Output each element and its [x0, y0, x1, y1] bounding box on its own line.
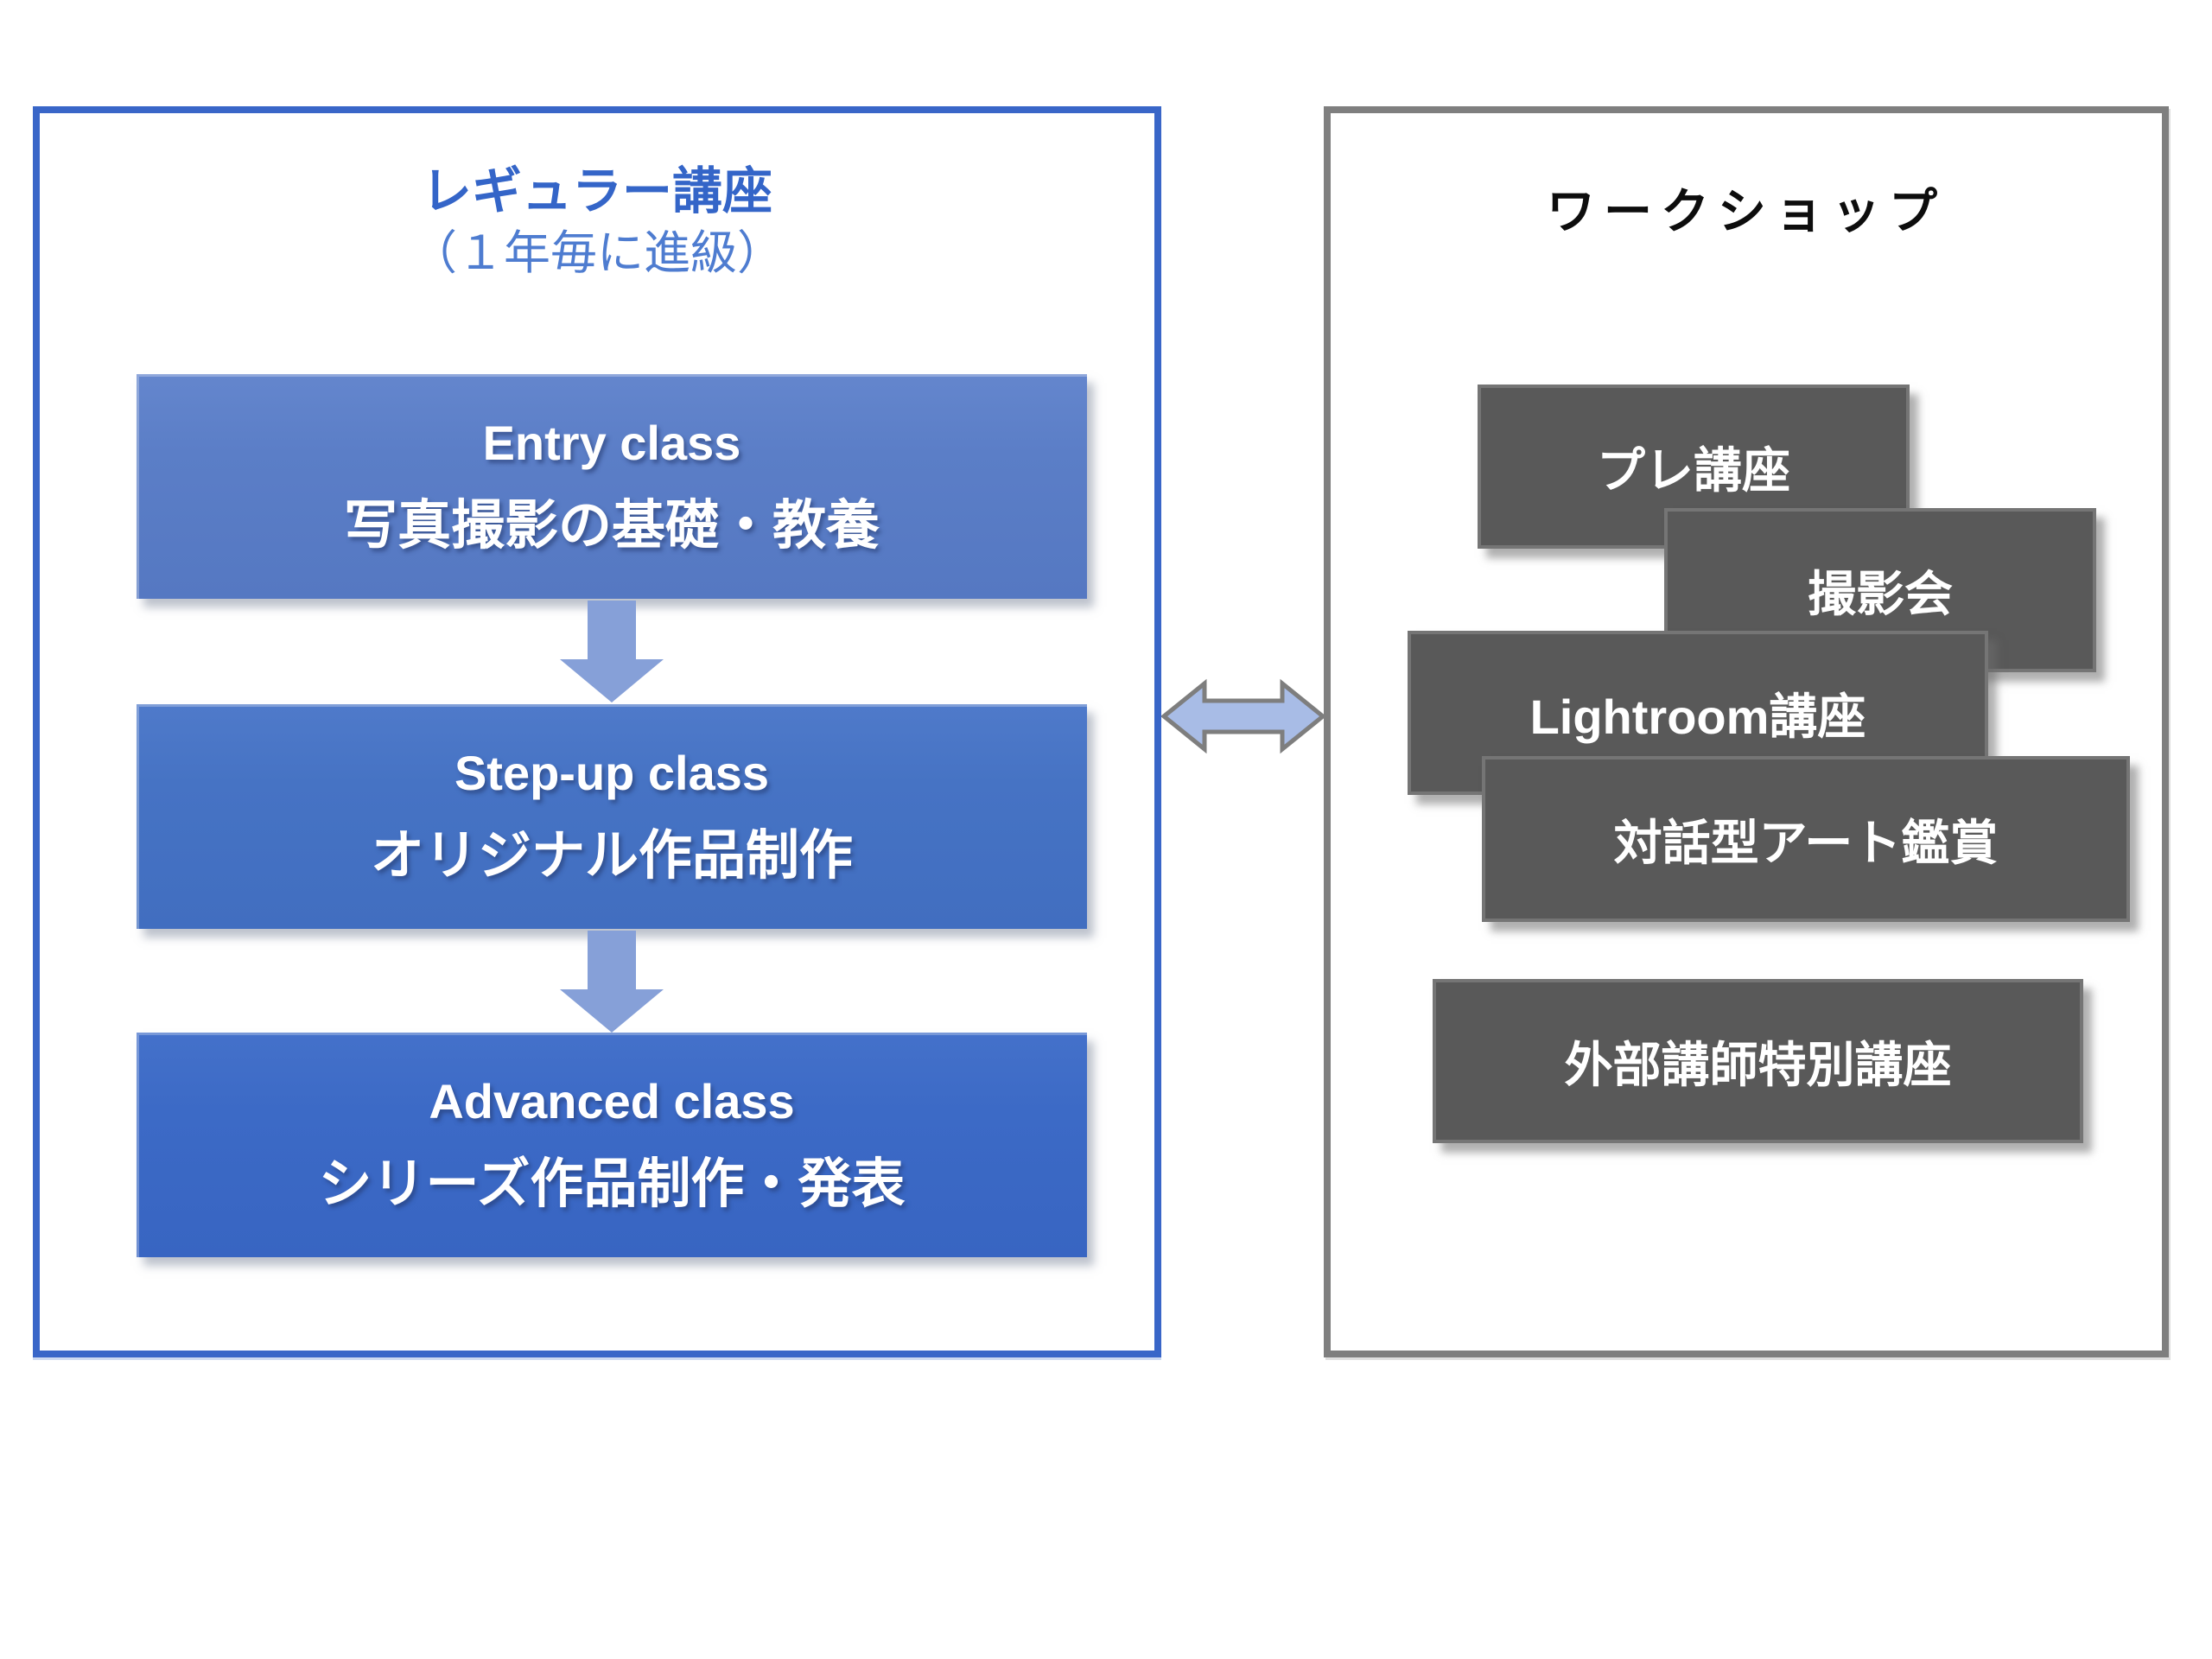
workshop-box-dialogic-art-appreciation: 対話型アート鑑賞: [1482, 756, 2130, 922]
advanced-class-box: Advanced class シリーズ作品制作・発表: [137, 1033, 1087, 1257]
down-arrow-icon: [560, 931, 664, 1033]
stepup-class-box: Step-up class オリジナル作品制作: [137, 704, 1087, 929]
entry-class-description: 写真撮影の基礎・教養: [343, 495, 880, 556]
workshop-label: 撮影会: [1808, 566, 1953, 621]
workshop-label: 外部講師特別講座: [1564, 1037, 1952, 1092]
right-panel-title: ワークショップ: [1547, 184, 1946, 238]
workshop-label: プレ講座: [1597, 442, 1790, 498]
workshop-label: 対話型アート鑑賞: [1613, 815, 1999, 870]
workshop-label: Lightroom講座: [1529, 689, 1866, 744]
regular-courses-heading: レギュラー講座 （１年毎に進級）: [33, 160, 1161, 283]
advanced-class-description: シリーズ作品制作・発表: [318, 1154, 906, 1214]
left-right-arrow-icon: [1161, 678, 1325, 754]
stepup-class-description: オリジナル作品制作: [370, 825, 853, 886]
stepup-class-name: Step-up class: [454, 745, 770, 800]
left-panel-title: レギュラー講座: [421, 163, 772, 219]
down-arrow-icon: [560, 601, 664, 702]
left-panel-subtitle: （１年毎に進級）: [410, 227, 784, 280]
advanced-class-name: Advanced class: [429, 1073, 795, 1128]
entry-class-name: Entry class: [482, 415, 741, 470]
workshop-box-guest-lecturer-special: 外部講師特別講座: [1433, 979, 2083, 1143]
entry-class-box: Entry class 写真撮影の基礎・教養: [137, 374, 1087, 599]
